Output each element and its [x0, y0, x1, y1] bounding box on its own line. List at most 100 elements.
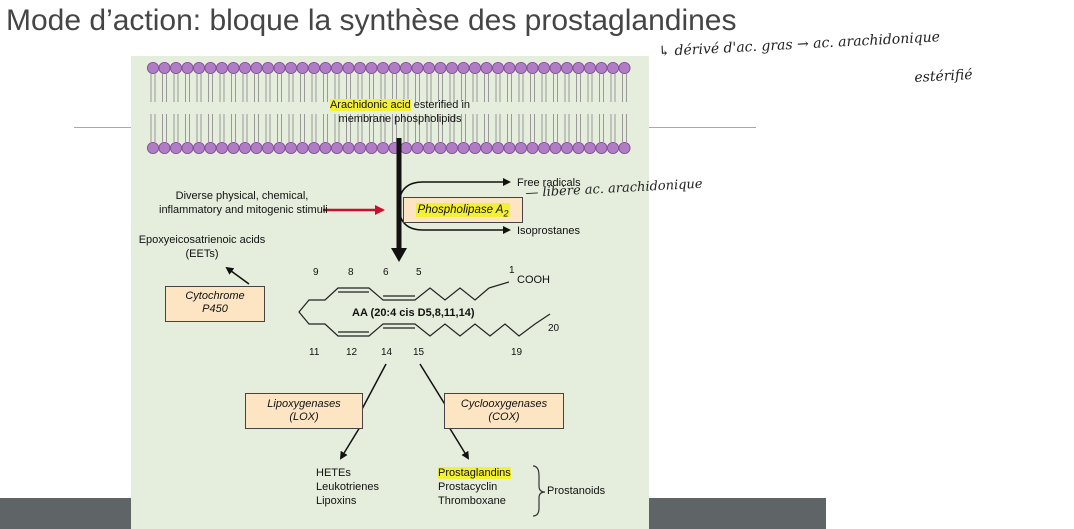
- lipid-head: [445, 62, 458, 74]
- lipid-head: [319, 62, 332, 74]
- cytochrome-line1: Cytochrome: [185, 290, 245, 302]
- carbon-15: 15: [413, 347, 425, 358]
- lipid-head: [583, 62, 596, 74]
- lox-box: Lipoxygenases (LOX): [245, 393, 363, 429]
- eets-label: Epoxyeicosatrienoic acids (EETs): [137, 233, 267, 261]
- membrane-label: Arachidonic acid esterified in membrane …: [314, 98, 486, 126]
- lipid-head: [526, 142, 539, 155]
- cooh-label: COOH: [517, 274, 550, 286]
- lox-product: HETEs: [316, 467, 351, 479]
- lipid-head: [193, 142, 206, 155]
- cytochrome-line2: P450: [202, 303, 228, 315]
- lipid-head: [261, 142, 274, 155]
- lipid-head: [376, 142, 389, 155]
- slide-title: Mode d’action: bloque la synthèse des pr…: [6, 4, 737, 37]
- carbon-12: 12: [346, 347, 358, 358]
- membrane-label-rest: esterified in: [413, 99, 471, 111]
- title-underline-right: [648, 127, 756, 128]
- lipid-head: [434, 62, 447, 74]
- prostaglandins-highlight: Prostaglandins: [438, 467, 511, 479]
- cox-product: Thromboxane: [438, 495, 506, 507]
- lipid-head: [399, 62, 412, 74]
- lipid-head: [250, 142, 263, 155]
- cox-products: Prostaglandins Prostacyclin Thromboxane: [438, 466, 511, 508]
- lipid-head: [468, 62, 481, 74]
- carbon-20: 20: [548, 323, 560, 334]
- isoprostanes-arrow: [398, 205, 511, 234]
- lipid-head: [549, 62, 562, 74]
- lox-line1: Lipoxygenases: [267, 398, 341, 410]
- lipid-head: [376, 62, 389, 74]
- lipid-head: [273, 142, 286, 155]
- lipid-head: [595, 62, 608, 74]
- lipid-head: [296, 62, 309, 74]
- lipid-head: [227, 142, 240, 155]
- lipid-head: [146, 142, 159, 155]
- lipid-head: [158, 142, 171, 155]
- lox-products: HETEs Leukotrienes Lipoxins: [316, 466, 379, 508]
- handwritten-note-1-line2: estérifié: [914, 66, 973, 86]
- eets-line2: (EETs): [185, 248, 219, 260]
- lox-line2: (LOX): [289, 411, 319, 423]
- lipid-head: [261, 62, 274, 74]
- lipid-head: [434, 142, 447, 155]
- lipid-head: [181, 62, 194, 74]
- lox-product: Leukotrienes: [316, 481, 379, 493]
- lipid-head: [181, 142, 194, 155]
- lox-product: Lipoxins: [316, 495, 357, 507]
- carbon-9: 9: [313, 267, 319, 278]
- lipid-head: [307, 142, 320, 155]
- stimuli-label: Diverse physical, chemical, inflammatory…: [159, 189, 328, 217]
- lipid-head: [457, 62, 470, 74]
- pathway-figure: Arachidonic acid esterified in membrane …: [131, 56, 649, 529]
- lox-arrow-lower: [339, 426, 361, 460]
- carbon-1: 1: [509, 265, 515, 276]
- lipid-head: [353, 62, 366, 74]
- lipid-head: [307, 62, 320, 74]
- lipid-head: [480, 142, 493, 155]
- carbon-14: 14: [381, 347, 393, 358]
- cytochrome-box: Cytochrome P450: [165, 286, 265, 322]
- lipid-head: [216, 142, 229, 155]
- lipid-head: [503, 62, 516, 74]
- phospholipase-sub: 2: [503, 208, 509, 219]
- aa-label: AA (20:4 cis D5,8,11,14): [352, 307, 475, 319]
- cox-line1: Cyclooxygenases: [460, 398, 548, 410]
- lipid-head: [353, 142, 366, 155]
- cox-product: Prostacyclin: [438, 481, 498, 493]
- free-radicals-label: Free radicals: [517, 177, 581, 189]
- pathway-diagram: [146, 62, 631, 517]
- lipid-head: [422, 62, 435, 74]
- lipid-head: [146, 62, 159, 74]
- cooh-bond: [488, 281, 510, 289]
- lipid-head: [572, 142, 585, 155]
- lipid-head: [170, 142, 183, 155]
- lipid-head: [526, 62, 539, 74]
- lipid-head: [388, 62, 401, 74]
- aa-chain: [298, 287, 551, 337]
- membrane-label-line2: membrane phospholipids: [338, 113, 462, 125]
- lipid-head: [411, 142, 424, 155]
- lipid-head: [411, 62, 424, 74]
- lipid-head: [284, 62, 297, 74]
- phospholipase-box: Phospholipase A2: [403, 197, 523, 223]
- lipid-head: [468, 142, 481, 155]
- prostanoids-label: Prostanoids: [547, 485, 606, 497]
- lipid-head: [514, 142, 527, 155]
- carbon-5: 5: [416, 267, 422, 278]
- free-radicals-arrow: [398, 178, 511, 207]
- lipid-head: [618, 62, 631, 74]
- phospholipase-text: Phospholipase A: [417, 204, 504, 216]
- lipid-head: [560, 62, 573, 74]
- lipid-head: [170, 62, 183, 74]
- lipid-head: [296, 142, 309, 155]
- lipid-head: [319, 142, 332, 155]
- lipid-head: [204, 142, 217, 155]
- lipid-head: [330, 62, 343, 74]
- notes-pane: [826, 0, 1074, 529]
- lipid-head: [583, 142, 596, 155]
- lipid-head: [365, 142, 378, 155]
- lipid-head: [549, 142, 562, 155]
- lipid-head: [480, 62, 493, 74]
- lipid-head: [239, 142, 252, 155]
